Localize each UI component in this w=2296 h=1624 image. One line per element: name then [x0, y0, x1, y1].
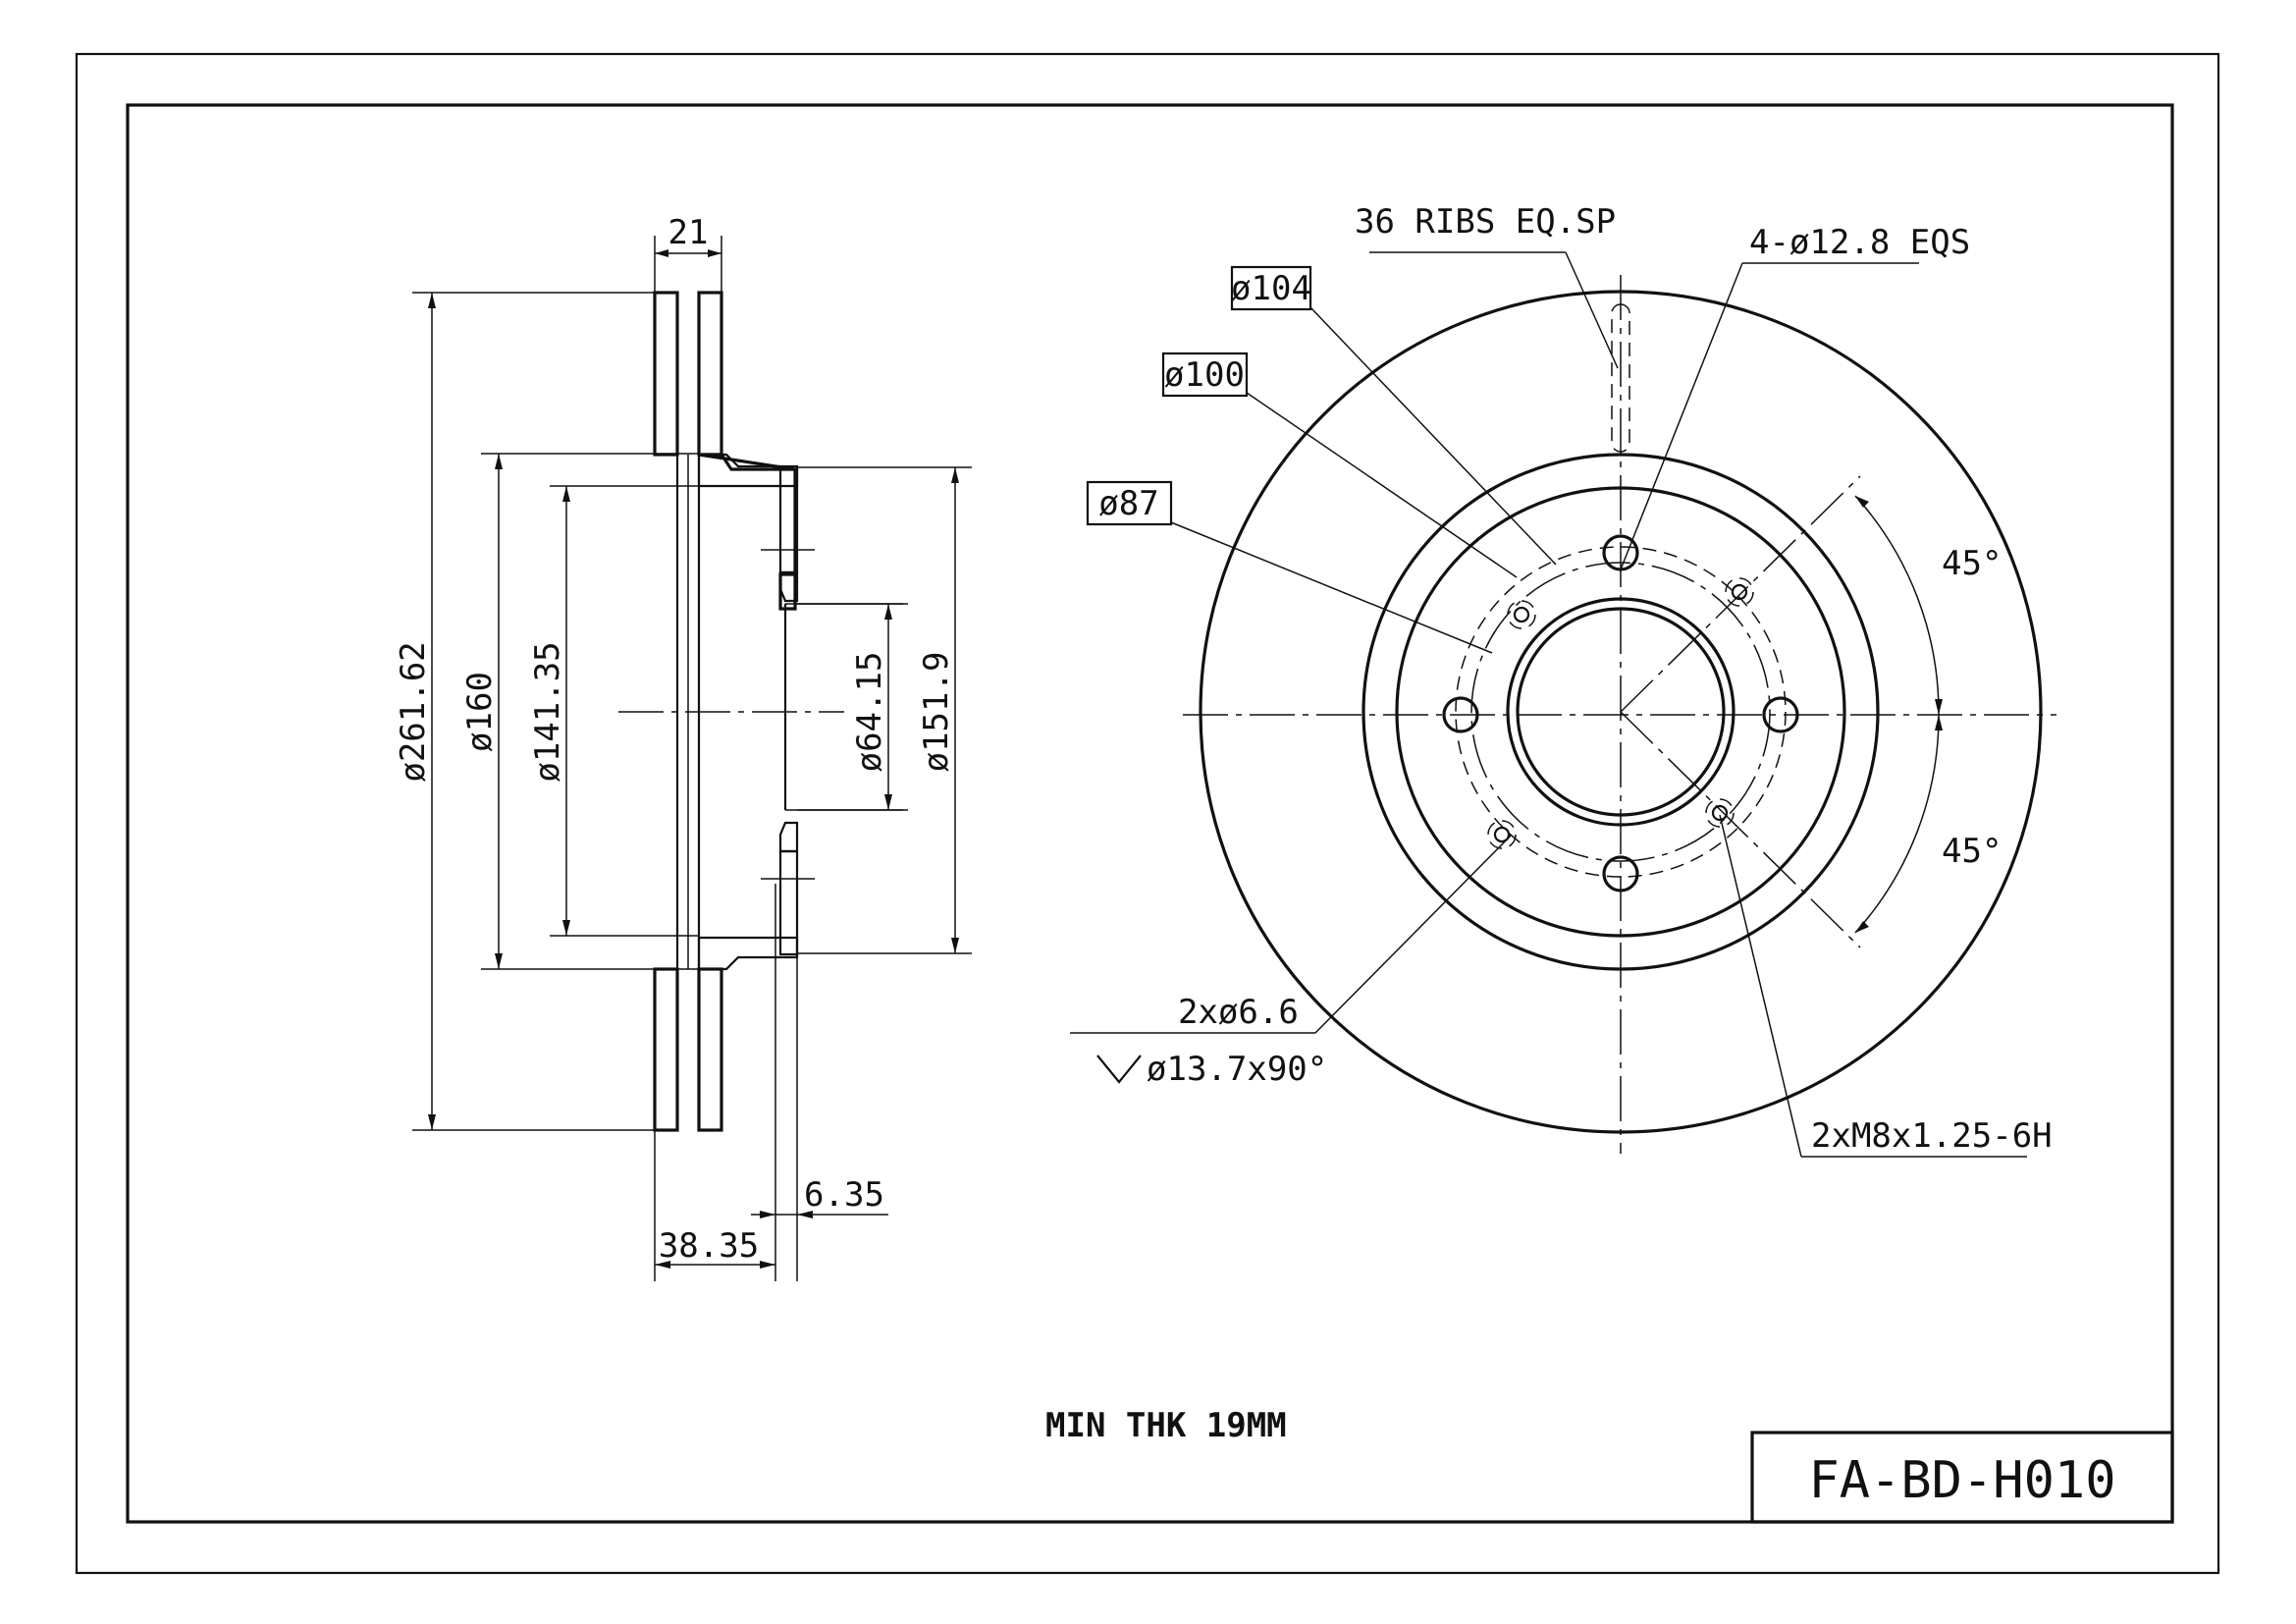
small-hole-br-inner [1711, 804, 1729, 822]
small-hole-bl-inner [1493, 826, 1511, 843]
leader-thread-d [1719, 814, 1802, 1158]
rotor-wall-right-upper [697, 291, 723, 457]
small-hole-tr [1725, 577, 1754, 607]
dim-141-arrow-b [562, 920, 570, 936]
dim-261-arrow-t [428, 293, 436, 308]
angle-arc-bottom [1854, 714, 1940, 934]
dim-d141-label: ø141.35 [528, 641, 567, 782]
dim-141-arrow-t [562, 486, 570, 502]
dim-6-arrow-l [760, 1211, 775, 1218]
leader-small-d [1314, 834, 1513, 1034]
angle-arc-top [1854, 495, 1940, 716]
dim-261-arrow-b [428, 1114, 436, 1130]
dim-21-arrow-r [708, 249, 721, 257]
dim-d160-label: ø160 [460, 672, 500, 752]
dim-6-arrow-r [797, 1211, 813, 1218]
angle-top-label: 45° [1942, 544, 2002, 583]
d104-box [1230, 265, 1312, 311]
angle-bottom-label: 45° [1942, 832, 2002, 871]
angle-arrow-4 [1855, 921, 1869, 933]
rotor-wall-left-upper [653, 291, 679, 457]
lug-hole-left [1442, 696, 1479, 733]
small-hole-br [1705, 798, 1735, 828]
dim-outer-diameter-label: ø261.62 [394, 641, 433, 782]
dim-151-arrow-b [951, 938, 959, 953]
angle-arrow-3 [1935, 715, 1943, 731]
dim-21-arrow-l [655, 249, 668, 257]
small-hole-tr-inner [1731, 583, 1748, 601]
angle-arrow-1 [1855, 496, 1869, 508]
leader-87 [1170, 521, 1493, 654]
d104-label: ø104 [1231, 269, 1311, 308]
dim-160-arrow-b [495, 953, 503, 969]
d87-box [1086, 480, 1173, 526]
rib-slot [1611, 303, 1630, 453]
leader-holes-d [1620, 262, 1743, 570]
outer-border [75, 52, 2220, 1575]
leader-104 [1309, 306, 1557, 566]
dim-38-arrow-l [655, 1261, 670, 1269]
front-view: 45° 45° 36 RIBS EQ.SP 4-ø12.8 EQS ø104 ø… [1070, 202, 2056, 1158]
d87-label: ø87 [1098, 484, 1158, 523]
part-number: FA-BD-H010 [1808, 1451, 2115, 1510]
angle-arrow-2 [1935, 699, 1943, 715]
dim-64-arrow-t [884, 604, 892, 620]
angle-line-bottom [1620, 711, 1861, 948]
lug-hole-right [1762, 696, 1799, 733]
rotor-wall-left-lower [653, 967, 679, 1132]
lug-hole-bottom [1602, 855, 1639, 893]
small-hole-tl [1507, 600, 1536, 629]
ribs-label: 36 RIBS EQ.SP [1355, 202, 1616, 242]
bolt-circle-104 [1455, 546, 1787, 878]
d100-label: ø100 [1164, 355, 1245, 395]
threaded-label: 2xM8x1.25-6H [1811, 1116, 2053, 1156]
d100-box [1161, 352, 1249, 398]
countersink-label: ø13.7x90° [1147, 1050, 1327, 1089]
hat-step-lower [778, 821, 799, 853]
leader-100 [1246, 392, 1518, 578]
title-block [1750, 1431, 2174, 1524]
small-hole-tl-inner [1513, 606, 1530, 623]
min-thickness-note: MIN THK 19MM [1045, 1406, 1287, 1445]
holes-label: 4-ø12.8 EQS [1749, 223, 1970, 262]
dim-thickness-label: 21 [668, 213, 709, 252]
hat-step-upper [778, 570, 799, 603]
dim-hat-depth-label: 38.35 [659, 1226, 759, 1266]
angle-line-top [1620, 475, 1861, 713]
inner-border [126, 103, 2174, 1524]
dim-d151-label: ø151.9 [917, 652, 956, 773]
small-holes-label: 2xø6.6 [1178, 993, 1299, 1032]
countersink-symbol [1096, 1055, 1142, 1084]
dim-160-arrow-t [495, 454, 503, 469]
leader-ribs-d [1565, 251, 1619, 369]
small-hole-bl [1487, 820, 1517, 849]
dim-38-arrow-r [760, 1261, 775, 1269]
rotor-wall-right-lower [697, 967, 723, 1132]
hat-flange-lower [778, 849, 799, 956]
side-section-view: 21 ø261.62 ø160 ø141.35 ø64.15 ø151.9 [394, 213, 972, 1281]
dim-d64-label: ø64.15 [850, 652, 889, 773]
dim-151-arrow-t [951, 467, 959, 483]
hat-profile-upper [698, 453, 797, 611]
dim-64-arrow-b [884, 794, 892, 810]
dim-flange-label: 6.35 [804, 1175, 884, 1215]
